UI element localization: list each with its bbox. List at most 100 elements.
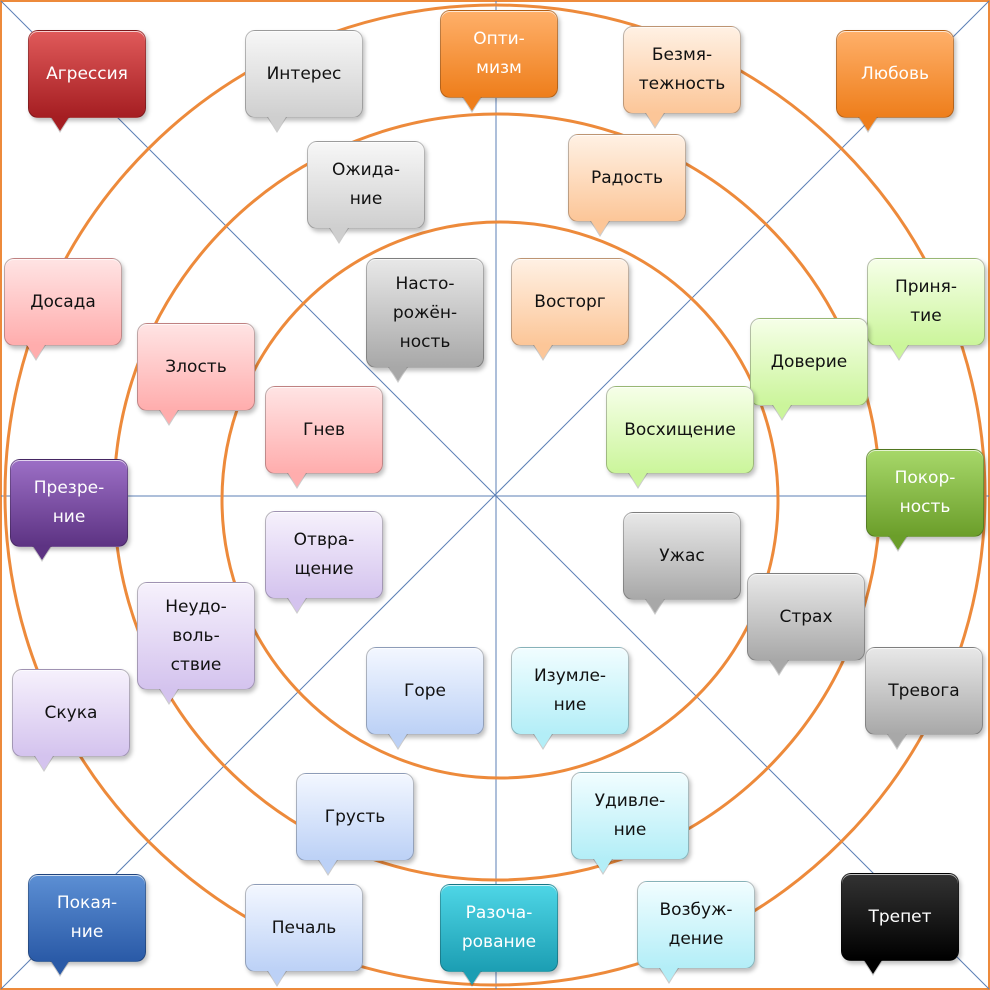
emotion-node-izumlenie: Изумле- ние [511, 647, 629, 750]
emotion-label: Интерес [266, 63, 342, 84]
bubble-tail [864, 960, 882, 974]
bubble-tail [51, 961, 69, 975]
bubble-tail [268, 117, 286, 131]
emotion-label: Злость [165, 356, 227, 377]
emotion-node-bezmyatezhnost: Безмя- тежность [623, 26, 741, 129]
bubble-tail [534, 734, 552, 748]
emotion-node-gnev: Гнев [265, 386, 383, 489]
bubble-tail [35, 756, 53, 770]
emotion-node-prinyatie: Приня- тие [867, 258, 985, 361]
emotion-node-doverie: Доверие [750, 318, 868, 421]
bubble-tail [660, 968, 678, 982]
emotion-label: Любовь [860, 63, 930, 84]
bubble-tail [646, 113, 664, 127]
bubble-tail [27, 345, 45, 359]
emotion-label: Ожида- ние [331, 160, 401, 209]
emotion-label: Безмя- тежность [638, 45, 726, 94]
emotion-label: Тревога [888, 680, 960, 701]
emotion-node-pokornost: Покор- ность [866, 449, 984, 552]
emotion-node-otvrashchenie: Отвра- щение [265, 511, 383, 614]
emotion-label: Ужас [659, 545, 705, 566]
bubble-tail [389, 367, 407, 381]
bubble-tail [33, 546, 51, 560]
bubble-tail [889, 536, 907, 550]
emotion-node-uzhas: Ужас [623, 512, 741, 615]
bubble-tail [770, 660, 788, 674]
emotion-node-radost: Радость [568, 134, 686, 237]
emotion-node-trepet: Трепет [841, 873, 959, 976]
bubble-tail [319, 860, 337, 874]
emotion-node-dosada: Досада [4, 258, 122, 361]
bubble-tail [389, 734, 407, 748]
ring-inner [220, 220, 780, 780]
bubble-tail [646, 599, 664, 613]
emotion-label: Агрессия [46, 63, 128, 84]
emotion-label: Возбуж- дение [659, 900, 733, 949]
emotion-label: Трепет [868, 906, 932, 927]
emotion-label: Восторг [534, 291, 606, 312]
emotion-label: Изумле- ние [533, 666, 607, 715]
bubble-tail [890, 345, 908, 359]
emotion-node-neudovolstvie: Неудо- воль- ствие [137, 582, 255, 705]
emotion-label: Досада [30, 291, 96, 312]
emotion-label: Презре- ние [33, 478, 105, 527]
emotion-label: Печаль [271, 917, 337, 938]
emotion-node-pokayanie: Покая- ние [28, 874, 146, 977]
emotion-label: Покор- ность [894, 468, 956, 517]
emotion-node-udivlenie: Удивле- ние [571, 772, 689, 875]
emotion-node-prezrenie: Презре- ние [10, 459, 128, 562]
emotion-label: Опти- мизм [473, 29, 525, 78]
emotion-node-pechal: Печаль [245, 884, 363, 987]
bubble-tail [288, 473, 306, 487]
bubble-tail [534, 345, 552, 359]
bubble-tail [288, 598, 306, 612]
emotion-label: Страх [779, 606, 833, 627]
emotion-node-razocharovanie: Разоча- рование [440, 884, 558, 987]
bubble-tail [268, 971, 286, 985]
emotion-label: Разоча- рование [461, 903, 537, 952]
emotion-label: Доверие [770, 351, 848, 372]
emotion-label: Насто- рожён- ность [392, 273, 458, 352]
emotion-node-lyubov: Любовь [836, 30, 954, 133]
emotion-label: Приня- тие [894, 277, 958, 326]
emotion-node-vozbuzhdenie: Возбуж- дение [637, 881, 755, 984]
emotion-node-voskhishchenie: Восхищение [606, 386, 754, 489]
emotion-node-optimizm: Опти- мизм [440, 10, 558, 113]
emotion-label: Неудо- воль- ствие [165, 596, 227, 675]
emotion-node-nastorozhennost: Насто- рожён- ность [366, 258, 484, 383]
emotion-label: Гнев [303, 419, 345, 440]
bubble-tail [330, 228, 348, 242]
emotion-label: Радость [590, 167, 664, 188]
bubble-tail [463, 971, 481, 985]
bubble-tail [629, 473, 647, 487]
bubble-tail [160, 689, 178, 703]
emotion-label: Восхищение [624, 419, 736, 440]
emotion-node-interes: Интерес [245, 30, 363, 133]
ring-outer [3, 3, 987, 987]
emotion-label: Отвра- щение [293, 530, 355, 579]
bubble-tail [463, 97, 481, 111]
emotion-label: Грусть [324, 806, 386, 827]
emotion-node-agressiya: Агрессия [28, 30, 146, 133]
bubble-tail [160, 410, 178, 424]
emotion-node-trevoga: Тревога [865, 647, 983, 750]
bubble-tail [888, 734, 906, 748]
emotion-node-zlost: Злость [137, 323, 255, 426]
emotion-node-grust: Грусть [296, 773, 414, 876]
bubble-tail [591, 221, 609, 235]
bubble-tail [773, 405, 791, 419]
emotion-label: Скука [44, 702, 98, 723]
emotion-node-ozhidanie: Ожида- ние [307, 141, 425, 244]
emotion-node-strakh: Страх [747, 573, 865, 676]
emotion-label: Горе [403, 680, 447, 701]
bubble-tail [594, 859, 612, 873]
emotion-label: Покая- ние [56, 893, 118, 942]
emotion-label: Удивле- ние [594, 791, 666, 840]
emotion-node-vostorg: Восторг [511, 258, 629, 361]
bubble-tail [859, 117, 877, 131]
bubble-tail [51, 117, 69, 131]
